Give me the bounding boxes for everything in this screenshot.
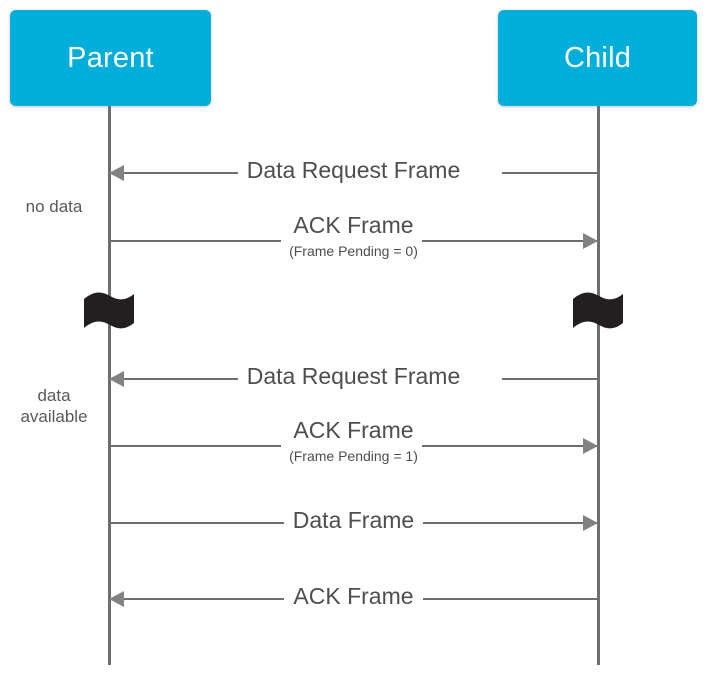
message-line-right: [414, 598, 599, 600]
message-title: ACK Frame: [284, 214, 423, 237]
arrowhead-left-icon: [109, 165, 124, 181]
message-line-left: [108, 240, 281, 242]
message-title: Data Request Frame: [237, 159, 470, 182]
message-label-5: Data Frame: [108, 509, 599, 533]
time-break-icon-child: [572, 290, 624, 332]
arrowhead-right-icon: [583, 438, 598, 454]
message-label-4: ACK Frame (Frame Pending = 1): [108, 419, 599, 463]
message-label-3: Data Request Frame: [108, 365, 599, 389]
message-line-right: [502, 378, 599, 380]
actor-box-parent[interactable]: Parent: [10, 10, 211, 106]
message-line-right: [422, 445, 599, 447]
actor-label-child: Child: [563, 41, 632, 74]
message-subtitle: (Frame Pending = 0): [289, 243, 418, 259]
message-title: Data Request Frame: [237, 365, 470, 388]
message-line-left: [108, 522, 286, 524]
message-label-6: ACK Frame: [108, 585, 599, 609]
message-label-1: Data Request Frame: [108, 159, 599, 183]
message-line-left: [108, 172, 264, 174]
message-line-left: [108, 598, 290, 600]
lifeline-child: [597, 106, 600, 665]
time-break-icon-parent: [83, 290, 135, 332]
note-data-available: data available: [20, 386, 88, 426]
arrowhead-right-icon: [583, 515, 598, 531]
note-no-data: no data: [25, 197, 83, 216]
message-title: ACK Frame: [284, 585, 423, 608]
message-title: Data Frame: [283, 509, 424, 532]
message-label-2: ACK Frame (Frame Pending = 0): [108, 214, 599, 258]
arrowhead-left-icon: [109, 371, 124, 387]
message-line-right: [502, 172, 599, 174]
message-line-left: [108, 378, 264, 380]
actor-box-child[interactable]: Child: [498, 10, 697, 106]
arrowhead-right-icon: [583, 233, 598, 249]
message-line-right: [417, 522, 599, 524]
arrowhead-left-icon: [109, 591, 124, 607]
message-subtitle: (Frame Pending = 1): [289, 448, 418, 464]
message-line-left: [108, 445, 281, 447]
actor-label-parent: Parent: [67, 41, 154, 74]
message-line-right: [422, 240, 599, 242]
message-title: ACK Frame: [284, 419, 423, 442]
